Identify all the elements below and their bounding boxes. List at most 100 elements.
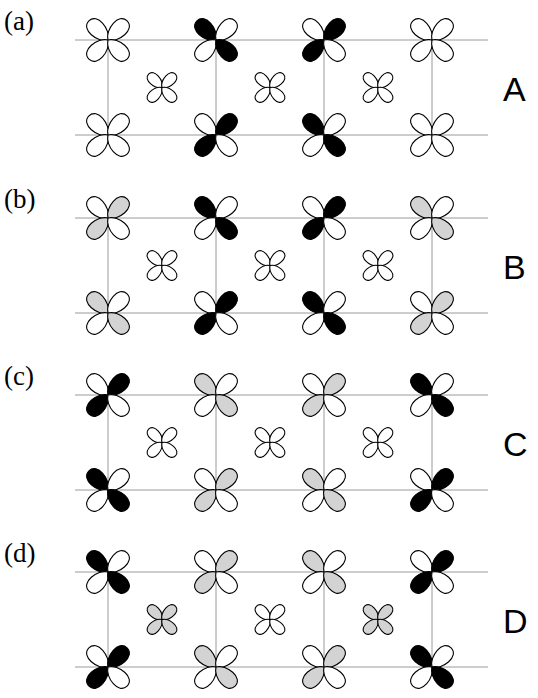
panel-tag: (d)	[4, 540, 35, 567]
orbital-lobe	[374, 616, 395, 637]
orbital-lobe	[318, 129, 349, 160]
orbital-lobe	[210, 129, 241, 160]
orbital-lobe	[210, 307, 241, 338]
orbital-lobe	[374, 439, 395, 460]
small-orbital	[145, 425, 180, 460]
small-orbital	[253, 602, 288, 637]
orbital-lobe	[318, 566, 349, 597]
orbital-lobe	[158, 262, 179, 283]
orbital-lobe	[426, 212, 457, 243]
orbital-lobe	[426, 389, 457, 420]
panel-tag: (b)	[4, 186, 35, 213]
orbital-lobe	[102, 484, 133, 515]
d-orbital	[191, 547, 241, 597]
d-orbital	[407, 547, 457, 597]
lattice-line	[108, 395, 109, 490]
orbital-lobe	[158, 439, 179, 460]
d-orbital	[407, 110, 457, 160]
orbital-lobe	[210, 389, 241, 420]
d-orbital	[83, 370, 133, 420]
d-orbital	[407, 288, 457, 338]
d-orbital	[407, 370, 457, 420]
orbital-lobe	[318, 484, 349, 515]
d-orbital	[299, 15, 349, 65]
lattice-line	[432, 572, 433, 667]
orbital-lobe	[210, 212, 241, 243]
orbital-lobe	[318, 34, 349, 65]
panel-letter: A	[503, 72, 526, 106]
orbital-lobe	[318, 212, 349, 243]
orbital-lobe	[158, 616, 179, 637]
d-orbital	[191, 370, 241, 420]
d-orbital	[83, 193, 133, 243]
d-orbital	[191, 15, 241, 65]
orbital-lobe	[102, 566, 133, 597]
small-orbital	[253, 425, 288, 460]
orbital-lobe	[426, 129, 457, 160]
lattice-line	[108, 572, 109, 667]
small-orbital	[253, 70, 288, 105]
d-orbital	[407, 15, 457, 65]
lattice-line	[216, 218, 217, 313]
d-orbital	[299, 547, 349, 597]
orbital-lobe	[102, 212, 133, 243]
d-orbital	[83, 15, 133, 65]
panel-tag: (a)	[4, 8, 34, 35]
d-orbital	[407, 642, 457, 692]
orbital-lobe	[266, 262, 287, 283]
orbital-lobe	[426, 661, 457, 692]
lattice-line	[216, 40, 217, 135]
panel-tag: (c)	[4, 363, 34, 390]
d-orbital	[83, 642, 133, 692]
d-orbital	[407, 193, 457, 243]
lattice-line	[432, 40, 433, 135]
d-orbital	[83, 465, 133, 515]
d-orbital	[299, 465, 349, 515]
orbital-lobe	[210, 661, 241, 692]
orbital-lobe	[210, 484, 241, 515]
lattice-panel	[75, 547, 488, 692]
small-orbital	[145, 248, 180, 283]
lattice-line	[324, 40, 325, 135]
lattice-panel	[75, 370, 488, 515]
orbital-lobe	[102, 661, 133, 692]
lattice-line	[432, 218, 433, 313]
panel-letter: D	[503, 604, 528, 638]
d-orbital	[299, 370, 349, 420]
small-orbital	[145, 70, 180, 105]
small-orbital	[361, 602, 396, 637]
d-orbital	[299, 193, 349, 243]
orbital-lobe	[266, 84, 287, 105]
orbital-lobe	[318, 661, 349, 692]
d-orbital	[191, 642, 241, 692]
orbital-lobe	[426, 34, 457, 65]
orbital-lobe	[102, 129, 133, 160]
small-orbital	[361, 425, 396, 460]
d-orbital	[299, 110, 349, 160]
d-orbital	[191, 465, 241, 515]
orbital-lobe	[374, 262, 395, 283]
lattice-line	[324, 395, 325, 490]
lattice-line	[108, 218, 109, 313]
lattice-panel	[75, 15, 488, 160]
orbital-lobe	[266, 616, 287, 637]
lattice-line	[216, 395, 217, 490]
small-orbital	[145, 602, 180, 637]
orbital-lobe	[426, 307, 457, 338]
orbital-lobe	[102, 307, 133, 338]
small-orbital	[361, 70, 396, 105]
orbital-lobe	[210, 566, 241, 597]
lattice-line	[324, 572, 325, 667]
small-orbital	[361, 248, 396, 283]
d-orbital	[299, 288, 349, 338]
orbital-lobe	[266, 439, 287, 460]
orbital-lobe	[102, 34, 133, 65]
d-orbital	[407, 465, 457, 515]
lattice-line	[432, 395, 433, 490]
panel-letter: B	[503, 250, 526, 284]
d-orbital	[83, 547, 133, 597]
small-orbital	[253, 248, 288, 283]
orbital-lobe	[210, 34, 241, 65]
d-orbital	[299, 642, 349, 692]
d-orbital	[191, 193, 241, 243]
